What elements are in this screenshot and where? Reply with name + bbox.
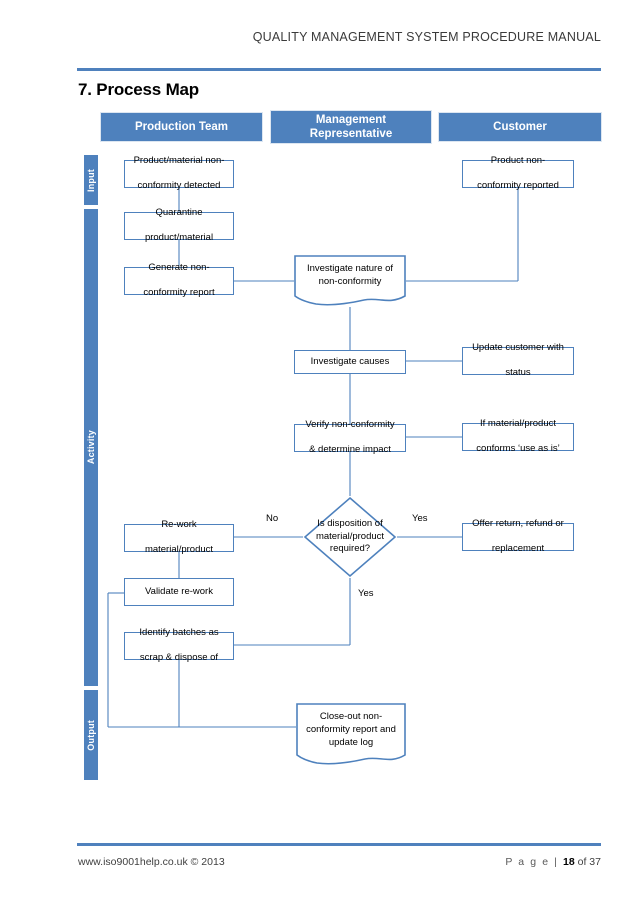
header-divider-rule [77,68,601,71]
connector-label-yes-right: Yes [412,513,428,524]
node-update-customer-with-status[interactable]: Update customer with status [462,342,574,378]
footer-divider-rule [77,843,601,846]
footer-page-number: 18 [563,856,575,868]
node-text-generate-report: Generate non- conformity report [143,262,214,300]
node-product-material-nonconformity-detected[interactable]: Product/material non- conformity detecte… [124,155,234,191]
node-rework-material-product[interactable]: Re-work material/product [124,519,234,555]
node-investigate-causes[interactable]: Investigate causes [294,350,406,374]
node-close-out-nonconformity-report-update-log[interactable]: Close-out non- conformity report and upd… [296,703,406,767]
footer-website-copyright: www.iso9001help.co.uk © 2013 [78,856,225,868]
node-line1: Update customer with [472,341,564,353]
footer-page-word: P a g e [505,856,555,868]
node-line2: replacement [491,543,545,555]
node-line2: material/product [315,530,385,542]
node-text-identify-scrap: Identify batches as scrap & dispose of [139,627,218,665]
document-shape-icon [296,703,406,765]
node-text-quarantine: Quarantine product/material [145,207,213,245]
node-line3: update log [328,736,374,748]
node-text-investigate-nature: Investigate nature of non-conformity [294,263,406,289]
node-text-verify-nonconformity: Verify non-conformity & determine impact [305,419,394,457]
node-line1: Close-out non- [319,711,383,722]
node-decision-is-disposition-required[interactable]: Is disposition of material/product requi… [303,496,397,578]
node-line2: conformity detected [137,180,221,192]
node-product-nonconformity-reported[interactable]: Product non- conformity reported [462,155,574,191]
document-running-header: QUALITY MANAGEMENT SYSTEM PROCEDURE MANU… [252,30,601,44]
node-text-product-material-nonconformity-detected: Product/material non- conformity detecte… [134,155,225,193]
swimlane-label-management-line1: Management [315,113,387,126]
node-line1: Verify non-conformity [305,418,395,430]
node-line1: Identify batches as [139,626,219,638]
node-quarantine-product-material[interactable]: Quarantine product/material [124,207,234,243]
node-text-product-nonconformity-reported: Product non- conformity reported [477,155,559,193]
diamond-shape-icon [303,496,397,578]
node-line2: product/material [144,232,214,244]
node-line2: status [505,367,531,379]
node-investigate-nature-of-nonconformity[interactable]: Investigate nature of non-conformity [294,255,406,307]
swimlane-label-customer: Customer [493,120,547,133]
node-if-material-product-conforms-use-as-is[interactable]: If material/product conforms ‘use as is’ [462,418,574,454]
phase-bar-input: Input [84,155,98,205]
node-line2: scrap & dispose of [139,652,219,664]
node-line1: Product non- [490,154,546,166]
document-shape-icon [294,255,406,306]
footer-page-total: of 37 [574,856,601,868]
node-generate-nonconformity-report[interactable]: Generate non- conformity report [124,262,234,298]
node-line2: conformity reported [477,180,559,192]
node-text-validate-rework: Validate re-work [145,585,213,597]
node-offer-return-refund-replacement[interactable]: Offer return, refund or replacement [462,518,574,554]
page-title: 7. Process Map [78,80,199,99]
node-line1: Generate non- [148,261,210,273]
swimlane-header-production-team[interactable]: Production Team [100,112,263,142]
node-identify-batches-scrap-dispose[interactable]: Identify batches as scrap & dispose of [124,627,234,663]
node-verify-nonconformity-determine-impact[interactable]: Verify non-conformity & determine impact [294,419,406,455]
node-text-use-as-is: If material/product conforms ‘use as is’ [476,418,559,456]
swimlane-label-production-team: Production Team [134,120,229,133]
phase-bar-activity: Activity [84,209,98,686]
node-line1: Investigate nature of [306,263,394,274]
phase-bar-output: Output [84,690,98,780]
swimlane-header-customer[interactable]: Customer [438,112,602,142]
swimlane-header-management-representative[interactable]: Management Representative [270,110,432,144]
node-line1: Is disposition of [317,517,383,529]
node-text-decision: Is disposition of material/product requi… [303,496,397,578]
swimlane-label-management-line2: Representative [309,128,393,140]
node-line2: conformity report and [306,723,396,735]
footer-page-separator: | [554,856,564,868]
node-line2: material/product [144,544,214,556]
footer-page-indicator: P a g e | 18 of 37 [505,856,601,868]
connector-label-no: No [266,513,279,524]
node-text-close-out: Close-out non- conformity report and upd… [296,711,406,749]
node-line1: Product/material non- [133,154,225,166]
node-line1: If material/product [479,417,557,429]
node-validate-rework[interactable]: Validate re-work [124,578,234,606]
node-line2: & determine impact [309,444,391,456]
node-line1: Offer return, refund or [472,517,564,529]
node-line3: required? [329,543,371,555]
connector-label-yes-down: Yes [358,588,374,599]
swimlane-label-management-representative: Management Representative [310,113,392,142]
node-line2: non-conformity [318,275,382,287]
node-line1: Quarantine [155,206,203,218]
node-text-update-customer: Update customer with status [472,342,564,380]
node-text-offer-return: Offer return, refund or replacement [472,518,564,556]
node-text-rework: Re-work material/product [145,519,213,557]
node-line2: conforms ‘use as is’ [476,443,560,455]
node-line1: Re-work [161,518,197,530]
node-text-investigate-causes: Investigate causes [310,355,390,367]
node-line2: conformity report [143,287,215,299]
